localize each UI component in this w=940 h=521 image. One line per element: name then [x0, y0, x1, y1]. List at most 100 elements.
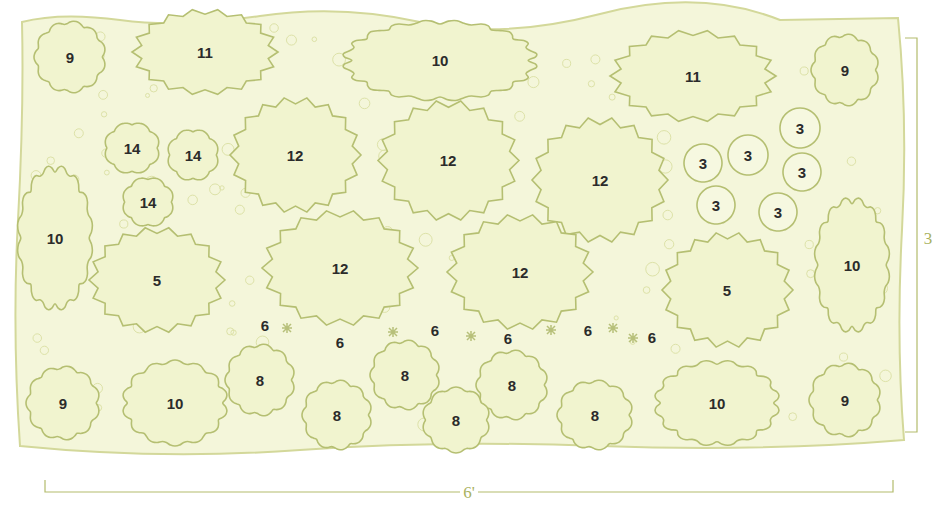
plant-number: 10	[47, 231, 64, 246]
plant-number: 3	[712, 198, 720, 213]
plant-number: 10	[709, 396, 726, 411]
plant-shape	[132, 10, 278, 95]
small-plant	[628, 333, 638, 343]
plant-number: 8	[508, 378, 516, 393]
texture-dot	[270, 24, 279, 33]
small-plant	[466, 331, 476, 341]
plant-number: 14	[124, 141, 141, 156]
jagged-plant: 12	[445, 212, 595, 332]
dimension-label: 3	[921, 230, 936, 247]
bushy-plant: 14	[102, 120, 162, 176]
bushy-plant: 8	[300, 378, 374, 452]
callout-number: 6	[431, 323, 439, 338]
texture-dot	[563, 59, 571, 67]
plant-number: 12	[287, 148, 304, 163]
small-plant	[282, 323, 292, 333]
texture-dot	[528, 77, 539, 88]
bushy-plant: 14	[120, 175, 176, 229]
plant-shape	[34, 21, 105, 92]
plant-number: 14	[185, 148, 202, 163]
texture-dot	[99, 90, 108, 99]
texture-dot	[235, 205, 244, 214]
texture-dot	[664, 240, 673, 249]
texture-dot	[805, 240, 813, 248]
texture-dot	[146, 93, 150, 97]
texture-dot	[588, 81, 594, 87]
callout-number: 6	[584, 323, 592, 338]
bushy-plant: 10	[15, 163, 95, 313]
round-plant: 3	[726, 133, 770, 177]
plant-shape	[225, 344, 294, 415]
plant-number: 5	[723, 283, 731, 298]
plant-shape	[105, 123, 158, 173]
plant-shape	[18, 166, 93, 310]
plant-number: 12	[512, 265, 529, 280]
plant-number: 10	[167, 396, 184, 411]
jagged-plant: 12	[260, 208, 420, 328]
texture-dot	[188, 195, 198, 205]
plant-number: 3	[744, 148, 752, 163]
plant-shape	[811, 34, 878, 105]
texture-dot	[104, 170, 109, 175]
texture-dot	[419, 233, 432, 246]
plant-shape	[168, 130, 218, 180]
texture-dot	[359, 98, 370, 109]
plant-shape	[684, 144, 722, 182]
jagged-plant: 12	[228, 95, 363, 215]
texture-dot	[220, 186, 224, 190]
texture-dot	[47, 157, 55, 165]
texture-dot	[591, 55, 600, 64]
bushy-plant: 8	[420, 385, 492, 455]
plant-shape	[610, 31, 776, 122]
texture-dot	[286, 35, 296, 45]
plant-shape	[815, 198, 890, 332]
plant-number: 9	[59, 396, 67, 411]
plant-shape	[447, 215, 593, 329]
plant-shape	[343, 20, 537, 100]
round-plant: 3	[778, 106, 822, 150]
plant-shape	[123, 178, 173, 226]
plant-number: 11	[197, 45, 213, 60]
jagged-plant: 5	[660, 230, 795, 350]
dimension-brackets	[45, 38, 917, 492]
plant-shape	[89, 228, 225, 332]
plant-number: 8	[256, 373, 264, 388]
texture-dot	[150, 85, 157, 92]
bushy-plant: 10	[120, 358, 230, 448]
texture-dot	[229, 301, 235, 307]
texture-dot	[227, 328, 234, 335]
texture-dot	[246, 276, 254, 284]
bushy-plant: 9	[32, 19, 108, 95]
plant-number: 12	[332, 261, 349, 276]
plant-number: 12	[592, 173, 609, 188]
bed-outline	[15, 2, 904, 454]
plant-number: 3	[699, 156, 707, 171]
plant-shape	[26, 366, 99, 439]
bushy-plant: 9	[24, 364, 102, 442]
texture-dot	[646, 262, 660, 276]
small-plant	[388, 327, 398, 337]
small-plant	[608, 323, 618, 333]
texture-dot	[210, 184, 221, 195]
bushy-plant: 10	[340, 18, 540, 103]
jagged-plant: 5	[87, 225, 227, 335]
texture-dot	[101, 112, 106, 117]
height-bracket	[905, 38, 917, 432]
round-plant: 3	[781, 151, 823, 193]
texture-dot	[657, 131, 671, 145]
plant-number: 8	[452, 413, 460, 428]
plant-shape	[662, 233, 793, 347]
callout-number: 6	[261, 318, 269, 333]
plant-shape	[423, 387, 489, 453]
plant-number: 10	[844, 258, 861, 273]
texture-dot	[663, 210, 673, 220]
plant-shape	[783, 153, 821, 191]
plant-number: 8	[401, 368, 409, 383]
bushy-plant: 10	[652, 358, 782, 448]
texture-dot	[614, 316, 618, 320]
plant-number: 8	[591, 408, 599, 423]
texture-dot	[643, 287, 650, 294]
bushy-plant: 9	[807, 361, 883, 439]
small-plant	[546, 325, 556, 335]
plant-shape	[728, 135, 768, 175]
